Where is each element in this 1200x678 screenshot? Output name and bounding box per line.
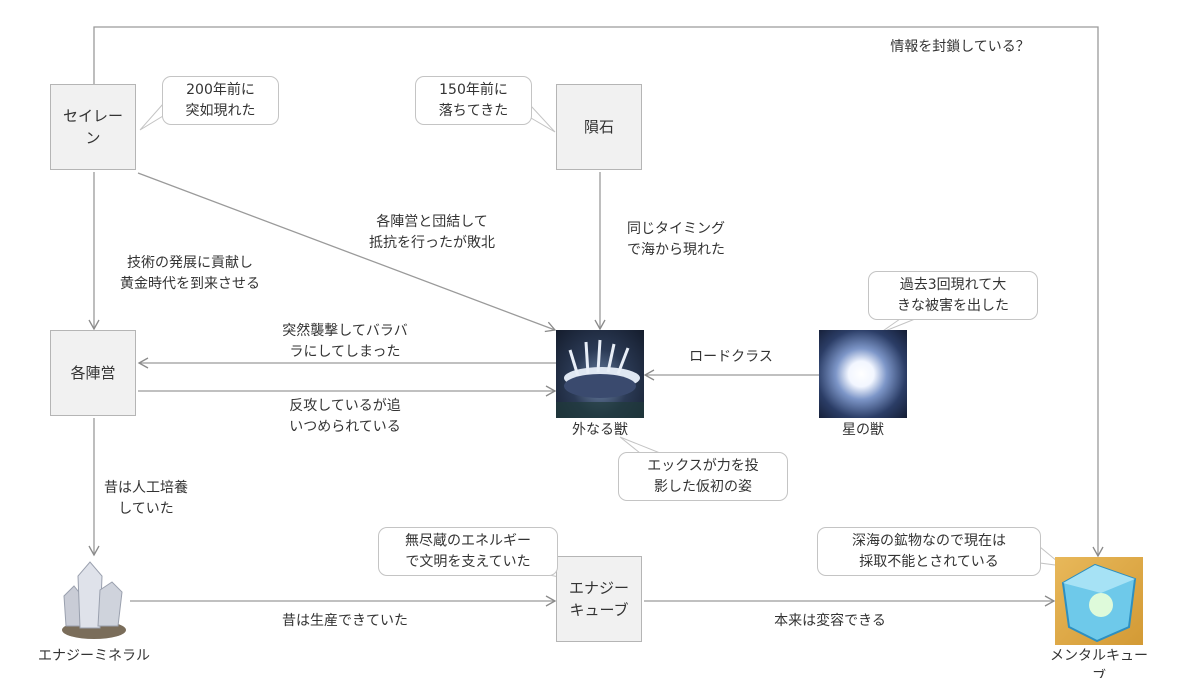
callout-meteor: 150年前に 落ちてきた — [415, 76, 532, 125]
node-mental-cube-label: メンタルキューブ — [1050, 648, 1148, 678]
node-star-beast-label: 星の獣 — [842, 422, 884, 438]
edge-label-siren-to-factions: 技術の発展に貢献し 黄金時代を到来させる — [120, 255, 260, 292]
callout-star-beast: 過去3回現れて大 きな被害を出した — [868, 271, 1038, 320]
edge-label-cube-to-mental: 本来は変容できる — [774, 613, 886, 629]
edge-label-outer-to-factions: 突然襲撃してバラバ ラにしてしまった — [282, 323, 408, 360]
node-factions[interactable]: 各陣営 — [50, 330, 136, 416]
mental-cube-image[interactable] — [1055, 557, 1143, 645]
node-energy-mineral-label: エナジーミネラル — [38, 648, 150, 664]
callout-siren: 200年前に 突如現れた — [162, 76, 279, 125]
node-meteor-label: 隕石 — [583, 118, 614, 136]
star-beast-image[interactable] — [819, 330, 907, 418]
edge-label-mineral-to-cube: 昔は生産できていた — [282, 613, 408, 629]
edge-label-siren-to-outer: 各陣営と団結して 抵抗を行ったが敗北 — [369, 214, 495, 251]
outer-beast-image[interactable] — [556, 330, 644, 418]
node-energy-cube[interactable]: エナジーキューブ — [556, 556, 642, 642]
edge-siren-to-mental — [93, 26, 1104, 558]
node-meteor[interactable]: 隕石 — [556, 84, 642, 170]
edge-label-meteor-to-outer: 同じタイミング で海から現れた — [627, 221, 725, 258]
node-siren[interactable]: セイレーン — [50, 84, 136, 170]
edge-label-star-to-outer: ロードクラス — [689, 349, 773, 365]
edge-label-siren-to-mental: 情報を封鎖している？ — [890, 39, 1030, 55]
callout-energy-cube: 無尽蔵のエネルギー で文明を支えていた — [378, 527, 558, 576]
node-siren-label: セイレーン — [62, 107, 123, 147]
callout-tail-meteor — [530, 104, 556, 133]
edge-label-factions-to-outer: 反攻しているが追 いつめられている — [289, 398, 401, 435]
energy-mineral-image[interactable] — [58, 556, 130, 642]
node-factions-label: 各陣営 — [70, 364, 116, 382]
edge-siren-to-outer — [137, 172, 557, 333]
callout-mental-cube: 深海の鉱物なので現在は 採取不能とされている — [817, 527, 1041, 576]
node-outer-beast-label: 外なる獣 — [572, 422, 628, 438]
callout-tail-siren — [139, 102, 164, 131]
edge-label-factions-to-mineral: 昔は人工培養 していた — [104, 480, 188, 517]
callout-outer-beast: エックスが力を投 影した仮初の姿 — [618, 452, 788, 501]
node-energy-cube-label: エナジーキューブ — [568, 579, 629, 619]
